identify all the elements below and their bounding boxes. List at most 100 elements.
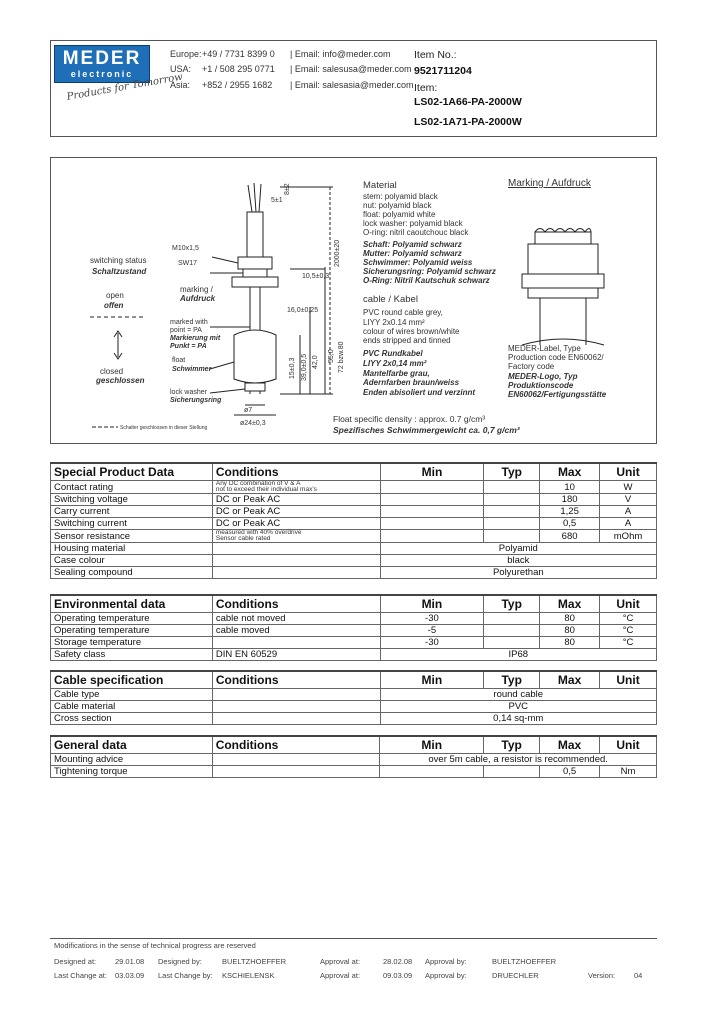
- material-de-3: Sicherungsring: Polyamid schwarz: [363, 267, 496, 276]
- label-closed: closed: [100, 367, 124, 376]
- approval-at: 28.02.08: [383, 957, 413, 966]
- cable-en-3: ends stripped and tinned: [363, 336, 451, 345]
- label-marking: marking /: [180, 285, 213, 294]
- label-switching-status: switching status: [90, 256, 147, 265]
- approval-by-label: Approval by:: [425, 957, 467, 966]
- table-header-cell: Max: [539, 462, 601, 481]
- contact-email[interactable]: | Email: info@meder.com: [290, 49, 391, 59]
- table-cell: Cable material: [50, 700, 213, 713]
- item-no-label: Item No.:: [414, 49, 457, 61]
- dim-42: 42,0: [312, 355, 319, 369]
- table-cell: [211, 700, 381, 713]
- condition-text: cable not moved: [215, 613, 286, 624]
- table-cell: 680: [539, 529, 601, 543]
- version-value: 04: [634, 971, 643, 980]
- table-cell: Carry current: [50, 505, 213, 518]
- table-cell: [379, 505, 485, 518]
- table-header-cell: Max: [539, 594, 601, 613]
- table-cell: Case colour: [50, 554, 213, 567]
- table-cell: [483, 624, 541, 637]
- table-cell: Storage temperature: [50, 636, 213, 649]
- table-cell: 0,5: [539, 765, 601, 778]
- logo-brand: MEDER: [62, 48, 142, 69]
- table-cell: Switching voltage: [50, 493, 213, 506]
- condition-text: cable moved: [215, 625, 270, 636]
- cable-de-4: Enden abisoliert und verzinnt: [363, 388, 476, 397]
- approval-by: BUELTZHOEFFER: [492, 957, 557, 966]
- material-en-4: O-ring: nitril caoutchouc black: [363, 228, 469, 237]
- item-label: Item:: [414, 82, 438, 94]
- density-de: Spezifisches Schwimmergewicht ca. 0,7 g/…: [333, 425, 520, 435]
- contact-email[interactable]: | Email: salesasia@meder.com: [290, 80, 414, 90]
- material-title: Material: [363, 180, 397, 191]
- table-cell: W: [599, 480, 657, 494]
- table-cell: DC or Peak AC: [211, 493, 381, 506]
- nut: [237, 256, 273, 270]
- dim-5: 5±1: [271, 197, 283, 204]
- dim-15: 15±0,3: [289, 358, 296, 379]
- table-header-cell: Special Product Data: [50, 462, 213, 481]
- table-cell: [211, 712, 381, 725]
- contact-email[interactable]: | Email: salesusa@meder.com: [290, 64, 412, 74]
- table-cell: [483, 493, 541, 506]
- table-cell: cable not moved: [211, 612, 381, 625]
- table-cell: V: [599, 493, 657, 506]
- table-header-cell: Conditions: [211, 594, 381, 613]
- table-cell: °C: [599, 612, 657, 625]
- condition-text: not to exceed their individual max's: [215, 486, 317, 493]
- item-no-value: 9521711204: [414, 65, 472, 77]
- table-header-cell: Cable specification: [50, 670, 213, 689]
- label-offen: offen: [104, 301, 124, 310]
- table-header-cell: Min: [379, 462, 485, 481]
- label-open: open: [106, 291, 124, 300]
- contact-row-asia: Asia:+852 / 2955 1682| Email: salesasia@…: [170, 80, 414, 90]
- designed-by-label: Designed by:: [158, 957, 202, 966]
- lock-washer: [244, 382, 266, 392]
- label-schaltzustand: Schaltzustand: [92, 267, 147, 276]
- table-header-cell: Unit: [599, 735, 657, 754]
- table-cell: DC or Peak AC: [211, 517, 381, 530]
- cable-de-1: LIYY 2x0,14 mm²: [363, 359, 427, 368]
- table-header-cell: Typ: [483, 594, 541, 613]
- cable: [246, 211, 264, 258]
- table-cell: [483, 612, 541, 625]
- item-value-1: LS02-1A66-PA-2000W: [414, 96, 522, 108]
- label-markierung-mit: Markierung mit: [170, 335, 221, 342]
- label-note-small: Schalter geschlossen in dieser Stellung: [120, 425, 208, 431]
- table-cell: [379, 493, 485, 506]
- meder-logo: MEDER electronic: [54, 45, 150, 83]
- designed-at-label: Designed at:: [54, 957, 97, 966]
- last-change-at-label: Last Change at:: [54, 971, 107, 980]
- table-cell: [483, 505, 541, 518]
- table-cell: Contact rating: [50, 480, 213, 494]
- marking-detail-collar: [521, 273, 605, 289]
- table-cell: [211, 542, 381, 555]
- table-header-cell: Unit: [599, 670, 657, 689]
- table-header-cell: Conditions: [211, 735, 381, 754]
- marking-detail-thread: [534, 231, 592, 245]
- label-geschlossen: geschlossen: [96, 376, 145, 385]
- marking-de-1: Produktionscode: [508, 381, 574, 390]
- marking-de-2: EN60062/Fertigungsstätte: [508, 390, 607, 399]
- last-change-at: 03.03.09: [115, 971, 145, 980]
- table-cell: Sensor resistance: [50, 529, 213, 543]
- material-en-3: lock washer: polyamid black: [363, 219, 463, 228]
- table-cell: IP68: [379, 648, 658, 661]
- approval2-at: 09.03.09: [383, 971, 413, 980]
- dim-72: 72 bzw.80: [338, 341, 345, 373]
- cable-wire-ends: [247, 182, 262, 213]
- dim-8: 8±2: [284, 183, 291, 195]
- footer-note: Modifications in the sense of technical …: [54, 941, 256, 950]
